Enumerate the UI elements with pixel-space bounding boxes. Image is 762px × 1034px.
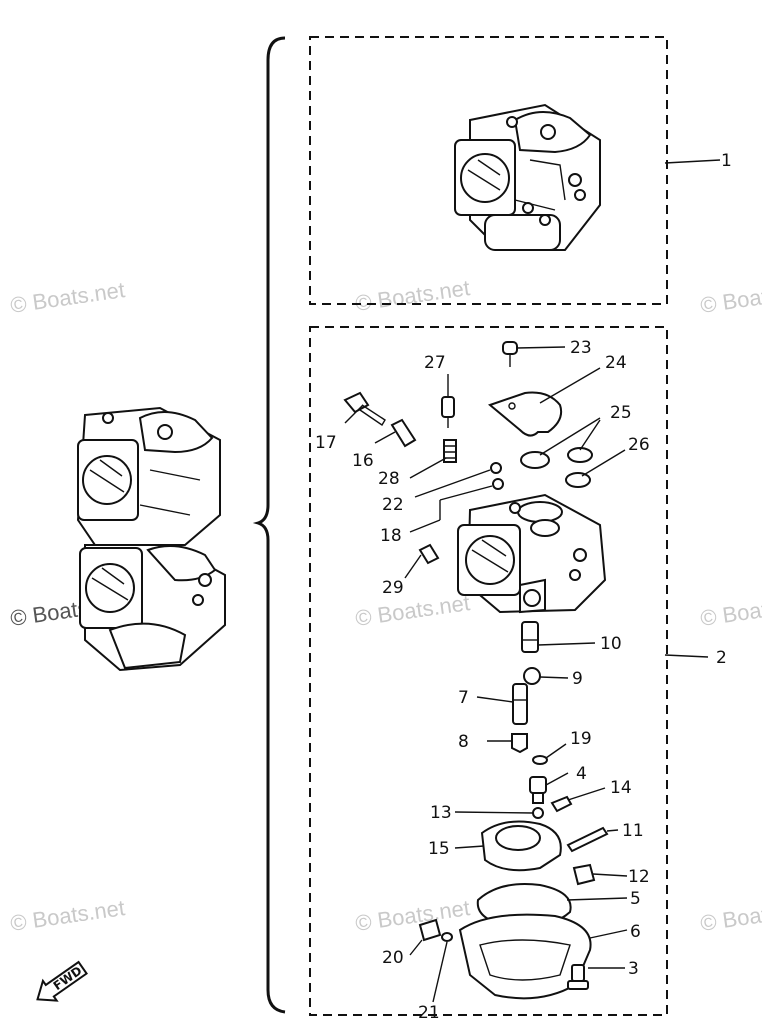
callout-22: 22 [382, 495, 404, 515]
part-11-float-pin[interactable] [566, 826, 609, 853]
component-box [309, 326, 668, 1016]
part-20-plug[interactable] [418, 918, 442, 942]
callout-6: 6 [630, 922, 641, 942]
part-21-o-ring[interactable] [441, 932, 453, 942]
part-18-seal[interactable] [492, 478, 504, 490]
callout-27: 27 [424, 353, 446, 373]
callout-2: 2 [716, 648, 727, 668]
part-13-needle[interactable] [532, 807, 544, 819]
callout-17: 17 [315, 433, 337, 453]
callout-3: 3 [628, 959, 639, 979]
part-22-washer[interactable] [490, 462, 502, 474]
part-25-diaphragm[interactable] [567, 447, 593, 463]
callout-16: 16 [352, 451, 374, 471]
callout-8: 8 [458, 732, 469, 752]
fwd-arrow: FWD [36, 960, 88, 1002]
callout-5: 5 [630, 889, 641, 909]
callout-25: 25 [610, 403, 632, 423]
callout-26: 26 [628, 435, 650, 455]
leader-lines [344, 159, 721, 1003]
part-4-pilot-jet[interactable] [529, 776, 547, 804]
callout-13: 13 [430, 803, 452, 823]
part-6-float-bowl[interactable] [458, 913, 592, 1000]
group-brace [252, 36, 286, 1014]
part-16-spring[interactable] [390, 418, 417, 448]
part-23-screw[interactable] [502, 341, 518, 367]
callout-9: 9 [572, 669, 583, 689]
callout-1: 1 [721, 151, 732, 171]
part-7-needle-valve[interactable] [512, 683, 528, 725]
part-3-drain-screw[interactable] [567, 964, 589, 990]
callout-10: 10 [600, 634, 622, 654]
part-9-o-ring[interactable] [523, 667, 541, 685]
part-19-o-ring[interactable] [532, 755, 548, 765]
part-24-cover[interactable] [487, 391, 563, 437]
part-15-float[interactable] [480, 820, 562, 872]
callout-28: 28 [378, 469, 400, 489]
callout-23: 23 [570, 338, 592, 358]
part-26-gasket[interactable] [565, 472, 591, 488]
carburetor-body[interactable] [457, 493, 607, 614]
callout-21: 21 [418, 1003, 440, 1023]
callout-20: 20 [382, 948, 404, 968]
callout-18: 18 [380, 526, 402, 546]
callout-labels: 1 2 23 24 25 26 27 17 16 28 22 18 29 10 … [315, 151, 732, 1023]
assembly-box [309, 36, 668, 305]
callout-14: 14 [610, 778, 632, 798]
part-17-pilot-screw[interactable] [343, 391, 386, 426]
twin-carburetor-overview[interactable] [76, 406, 226, 672]
callout-29: 29 [382, 578, 404, 598]
callout-19: 19 [570, 729, 592, 749]
part-12-plug[interactable] [572, 863, 596, 886]
part-14-pin[interactable] [550, 795, 573, 813]
callout-11: 11 [622, 821, 644, 841]
callout-24: 24 [605, 353, 627, 373]
fwd-label: FWD [51, 964, 85, 993]
callout-12: 12 [628, 867, 650, 887]
carburetor-assembly[interactable] [454, 103, 601, 251]
part-29-fitting[interactable] [418, 543, 440, 565]
callout-4: 4 [576, 764, 587, 784]
part-25-diaphragm[interactable] [520, 451, 550, 469]
part-8-jet[interactable] [511, 733, 528, 754]
part-27-screw[interactable] [441, 396, 455, 428]
part-10-main-nozzle[interactable] [521, 621, 539, 653]
callout-7: 7 [458, 688, 469, 708]
callout-15: 15 [428, 839, 450, 859]
